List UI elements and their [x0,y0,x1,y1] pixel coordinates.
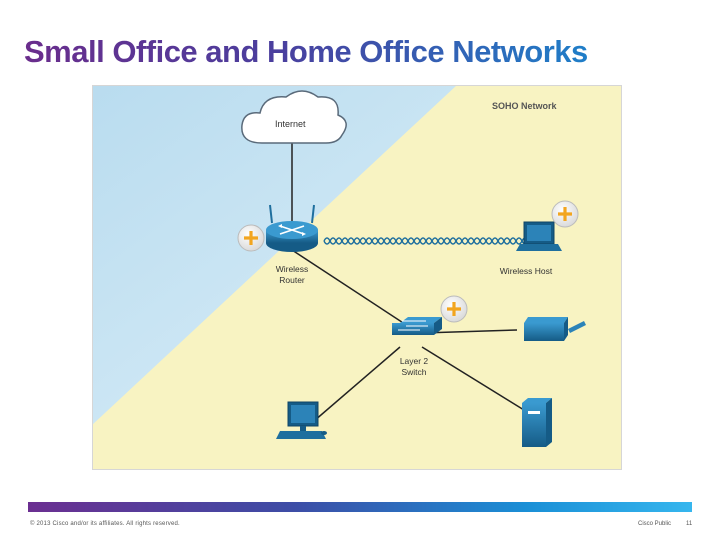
host-plus-badge-icon [551,200,579,228]
router-plus-badge-icon [237,224,265,252]
page-title: Small Office and Home Office Networks [24,34,588,69]
internet-cloud-icon [241,90,347,144]
wireless-router-label-line1: Wireless [276,264,309,274]
soho-network-heading: SOHO Network [492,101,558,111]
wireless-signal-wave-2 [323,237,535,245]
diagram-background-right [92,85,622,470]
switch-label-line2: Switch [401,367,426,377]
page-number: 11 [686,521,693,527]
link-router-switch [291,249,415,331]
diagram-border [92,85,622,470]
wireless-router-label-line2: Router [279,275,305,285]
printer-icon [524,317,586,341]
footer-bar [28,502,692,512]
wireless-host-label: Wireless Host [500,266,553,276]
switch-icon [392,317,442,335]
wireless-router-icon [266,204,318,252]
wireless-signal-wave [323,237,535,245]
laptop-icon [516,221,562,251]
switch-plus-badge-icon [440,295,468,323]
link-switch-server [421,346,525,411]
soho-network-diagram: SOHO Network Internet Wireless Router Wi… [92,85,622,470]
footer-copyright: © 2013 Cisco and/or its affiliates. All … [30,521,180,527]
server-icon [522,398,552,447]
link-switch-pc [313,346,401,422]
desktop-pc-icon [276,401,327,439]
internet-label: Internet [275,119,306,129]
switch-label-line1: Layer 2 [400,356,429,366]
link-switch-printer [421,329,518,334]
footer-classification: Cisco Public [638,521,672,527]
